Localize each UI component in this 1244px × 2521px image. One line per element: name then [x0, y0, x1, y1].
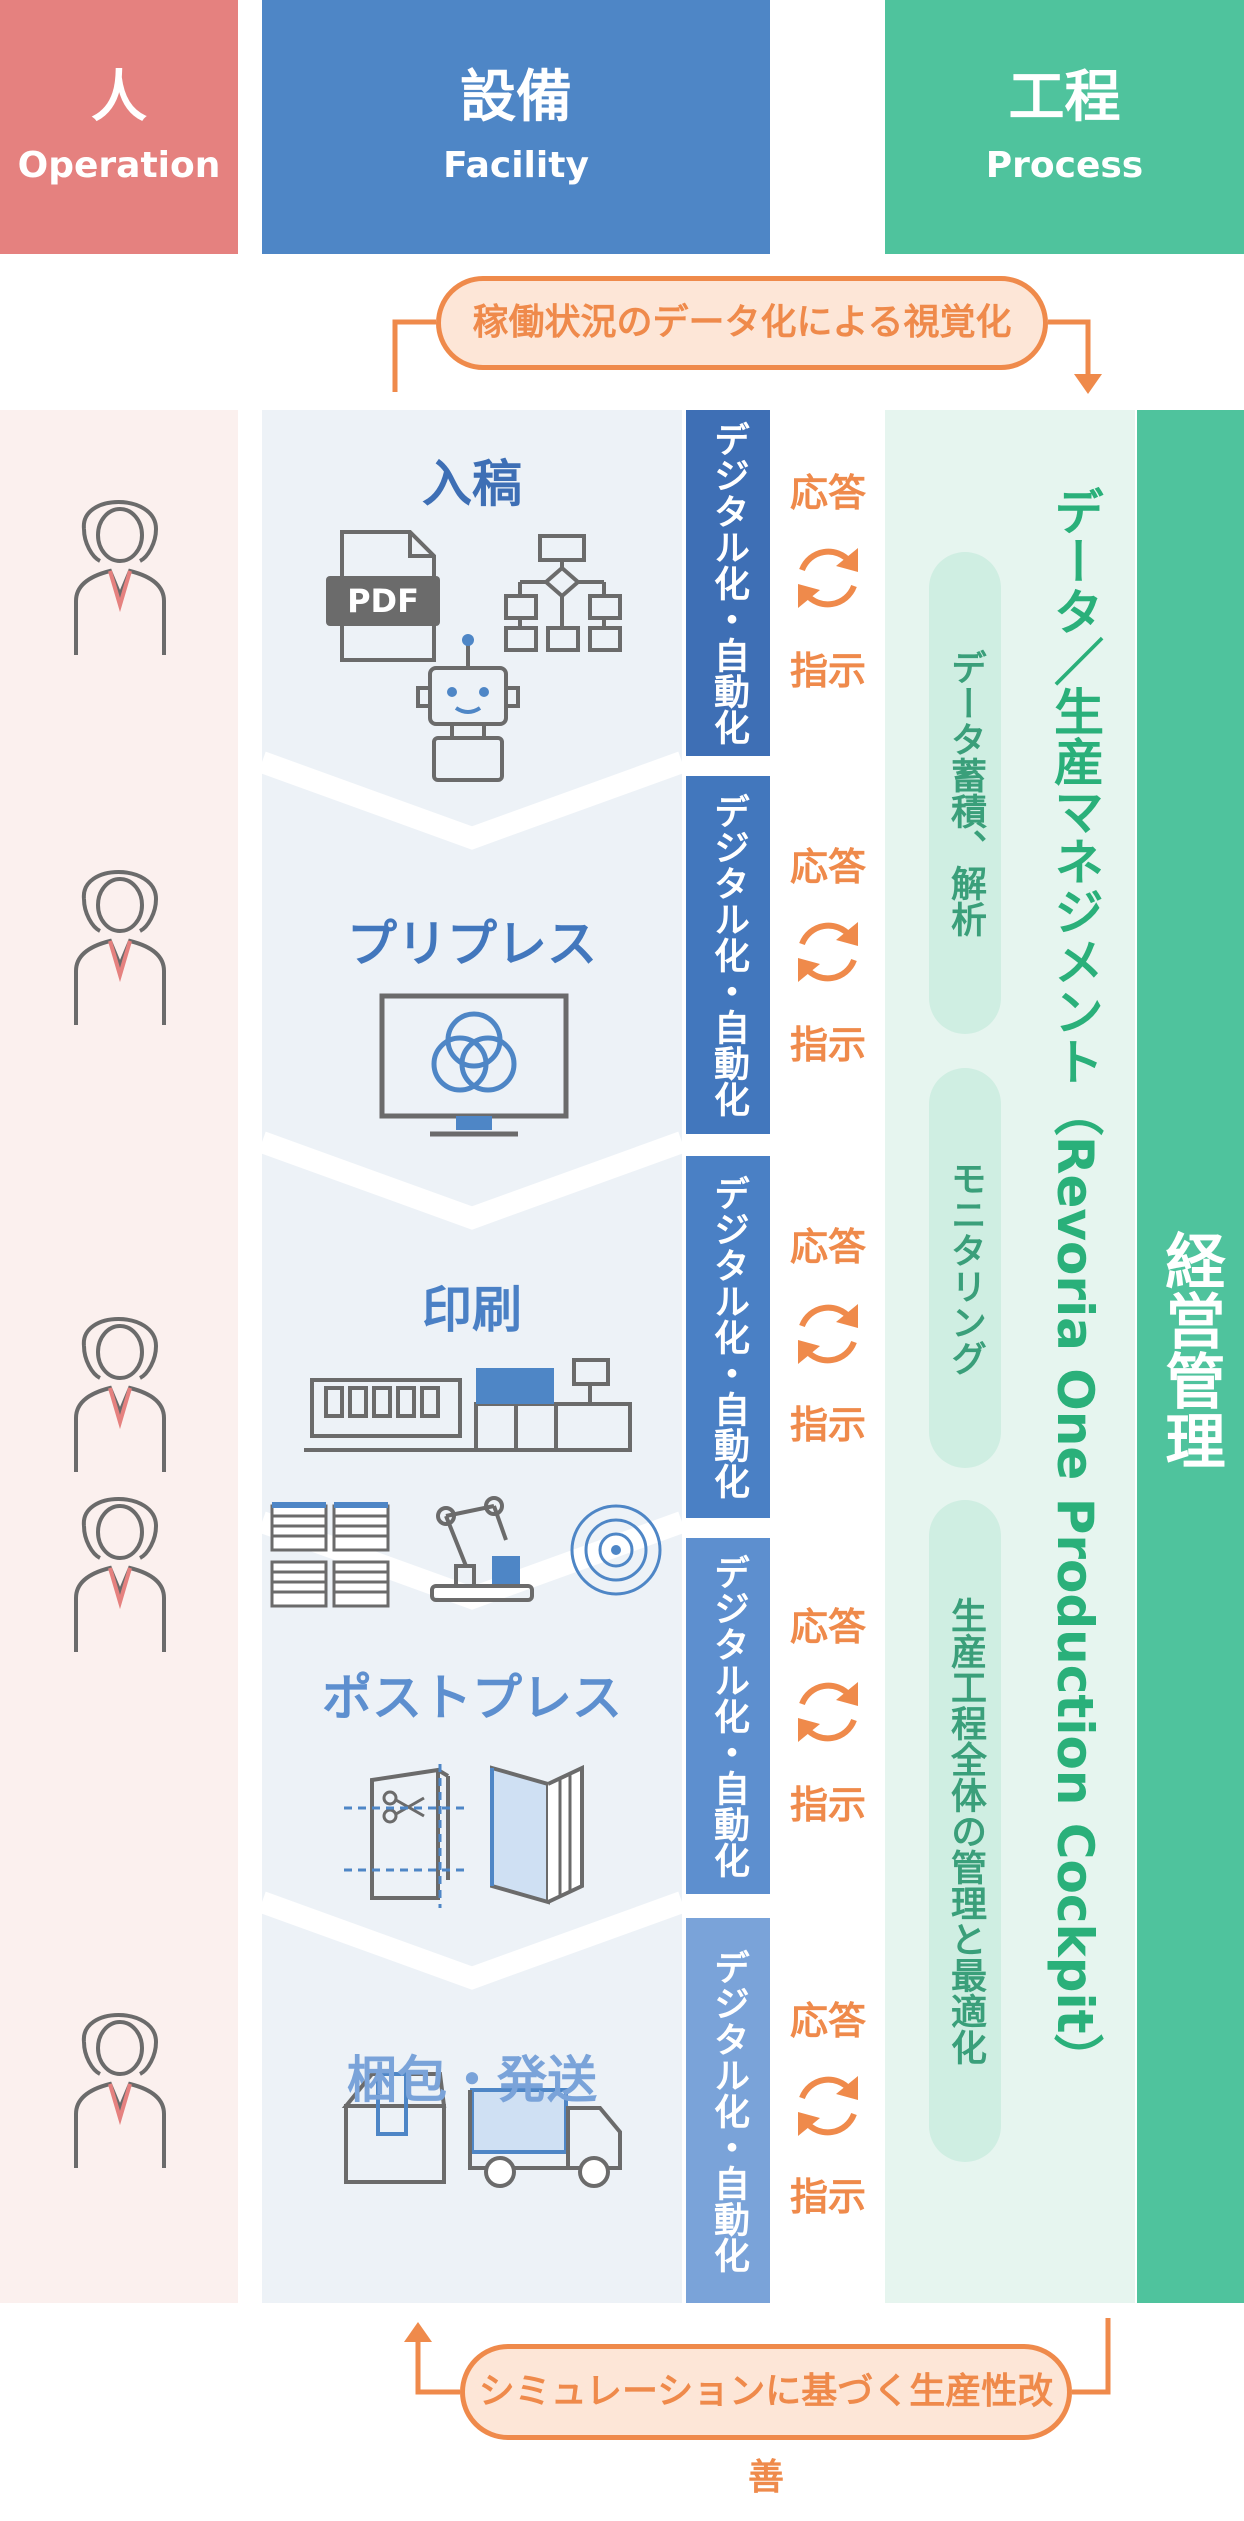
header-operation-en: Operation [17, 145, 221, 186]
process-column-bg [885, 410, 1135, 2303]
scissors-icon [382, 1790, 425, 1824]
chevron-4 [258, 1891, 686, 1990]
stage-title-5: 梱包・発送 [347, 2051, 597, 2109]
top-feedback-arrow [392, 319, 1091, 392]
pdf-label: PDF [347, 582, 419, 620]
digital-tab-1: デジタル化・自動化 [686, 410, 770, 756]
cardboard-box-icon [341, 2072, 447, 2184]
robot-icon [416, 640, 520, 782]
person-icon-5 [74, 2013, 166, 2168]
diagram-graphics [74, 319, 1111, 2395]
wireless-icon [570, 1504, 662, 1596]
respond-label-1: 応答 [789, 471, 866, 515]
respond-label-2: 応答 [789, 845, 866, 889]
top-arrow-head [1074, 374, 1102, 394]
header-facility-en: Facility [443, 145, 589, 186]
cut-sheet-icon [370, 1767, 450, 1900]
press-highlight-block [476, 1368, 554, 1404]
bottom-feedback-arrow [415, 2318, 1111, 2395]
header-process-en: Process [985, 145, 1144, 186]
pill-data-analysis-label: データ蓄積、解析 [945, 649, 986, 937]
digital-tab-3-label: デジタル化・自動化 [708, 1175, 749, 1499]
pill-data-analysis: データ蓄積、解析 [929, 552, 1001, 1034]
instruct-label-3: 指示 [789, 1403, 866, 1447]
digital-tab-5-label: デジタル化・自動化 [708, 1948, 749, 2273]
instruct-label-5: 指示 [789, 2175, 866, 2219]
digital-tab-3: デジタル化・自動化 [686, 1156, 770, 1518]
robot-arm-package [492, 1556, 520, 1584]
respond-label-5: 応答 [789, 1999, 866, 2043]
respond-label-3: 応答 [789, 1225, 866, 1269]
pill-monitoring-label: モニタリング [945, 1160, 986, 1376]
header-operation: 人 Operation [0, 0, 238, 254]
person-icons [74, 500, 166, 2168]
data-management-subtitle: （Revoria One Production Cockpit） [1046, 1086, 1104, 2084]
respond-label-4: 応答 [789, 1605, 866, 1649]
instruct-label-1: 指示 [789, 649, 866, 693]
header-facility-ja: 設備 [460, 65, 572, 130]
instruct-label-4: 指示 [789, 1783, 866, 1827]
pdf-label-box [326, 576, 440, 626]
operation-column-bg [0, 410, 238, 2303]
digital-tab-2-label: デジタル化・自動化 [708, 793, 749, 1117]
cycle-icon-2 [798, 922, 858, 982]
header-facility: 設備 Facility [262, 0, 770, 254]
monitor-icon [379, 993, 569, 1137]
paper-stack-top-2 [334, 1502, 388, 1508]
pill-monitoring: モニタリング [929, 1068, 1001, 1468]
stage-title-2: プリプレス [347, 915, 597, 973]
robot-eye-right [479, 687, 489, 697]
pill-optimization: 生産工程全体の管理と最適化 [929, 1500, 1001, 2162]
digital-tab-2: デジタル化・自動化 [686, 776, 770, 1134]
bottom-arrow-head [404, 2322, 432, 2342]
robot-mouth [454, 706, 482, 714]
cycle-icons [798, 548, 858, 2136]
header-operation-ja: 人 [91, 65, 147, 130]
cycle-icon-4 [798, 1682, 858, 1742]
pill-optimization-label: 生産工程全体の管理と最適化 [945, 1597, 986, 2065]
robot-antenna-dot [462, 634, 474, 646]
stage-title-3: 印刷 [422, 1281, 522, 1339]
chevron-1 [258, 751, 686, 850]
digital-tab-4: デジタル化・自動化 [686, 1538, 770, 1894]
flowchart-icon [504, 534, 622, 652]
digital-tab-5: デジタル化・自動化 [686, 1918, 770, 2303]
stage-title-4: ポストプレス [322, 1669, 622, 1727]
header-process: 工程 Process [885, 0, 1244, 254]
cycle-icon-3 [798, 1304, 858, 1364]
robot-eye-left [447, 687, 457, 697]
paper-stack-icons [270, 1504, 390, 1608]
data-management-title: データ／生産マネジメント（Revoria One Production Cock… [1030, 486, 1120, 2246]
bottom-banner: シミュレーションに基づく生産性改善 [460, 2344, 1072, 2498]
person-icon-1 [74, 500, 166, 655]
management-bar [1137, 410, 1244, 2303]
digital-tab-1-label: デジタル化・自動化 [708, 421, 749, 745]
paper-stack-top-1 [272, 1502, 326, 1508]
person-icon-4 [74, 1497, 166, 1652]
chevron-2 [258, 1131, 686, 1230]
data-management-title-ja: データ／生産マネジメント [1046, 486, 1104, 1086]
person-icon-3 [74, 1317, 166, 1472]
stage-title-1: 入稿 [422, 455, 522, 513]
header-process-ja: 工程 [1008, 65, 1121, 130]
robot-arm-icon [430, 1496, 534, 1602]
management-label-wrap: 経営管理 [1137, 1180, 1244, 1520]
instruct-label-2: 指示 [789, 1023, 866, 1067]
booklet-icon [490, 1764, 584, 1905]
cycle-icon-5 [798, 2076, 858, 2136]
box-tape [376, 2072, 408, 2136]
wireless-center [611, 1545, 621, 1555]
truck-icon [468, 2088, 622, 2188]
person-icon-2 [74, 870, 166, 1025]
management-label: 経営管理 [1155, 1230, 1225, 1470]
digital-tab-4-label: デジタル化・自動化 [708, 1554, 749, 1878]
cycle-icon-1 [798, 548, 858, 608]
cut-guides [344, 1764, 470, 1908]
top-banner: 稼働状況のデータ化による視覚化 [436, 276, 1048, 370]
printing-press-icon [304, 1358, 632, 1452]
